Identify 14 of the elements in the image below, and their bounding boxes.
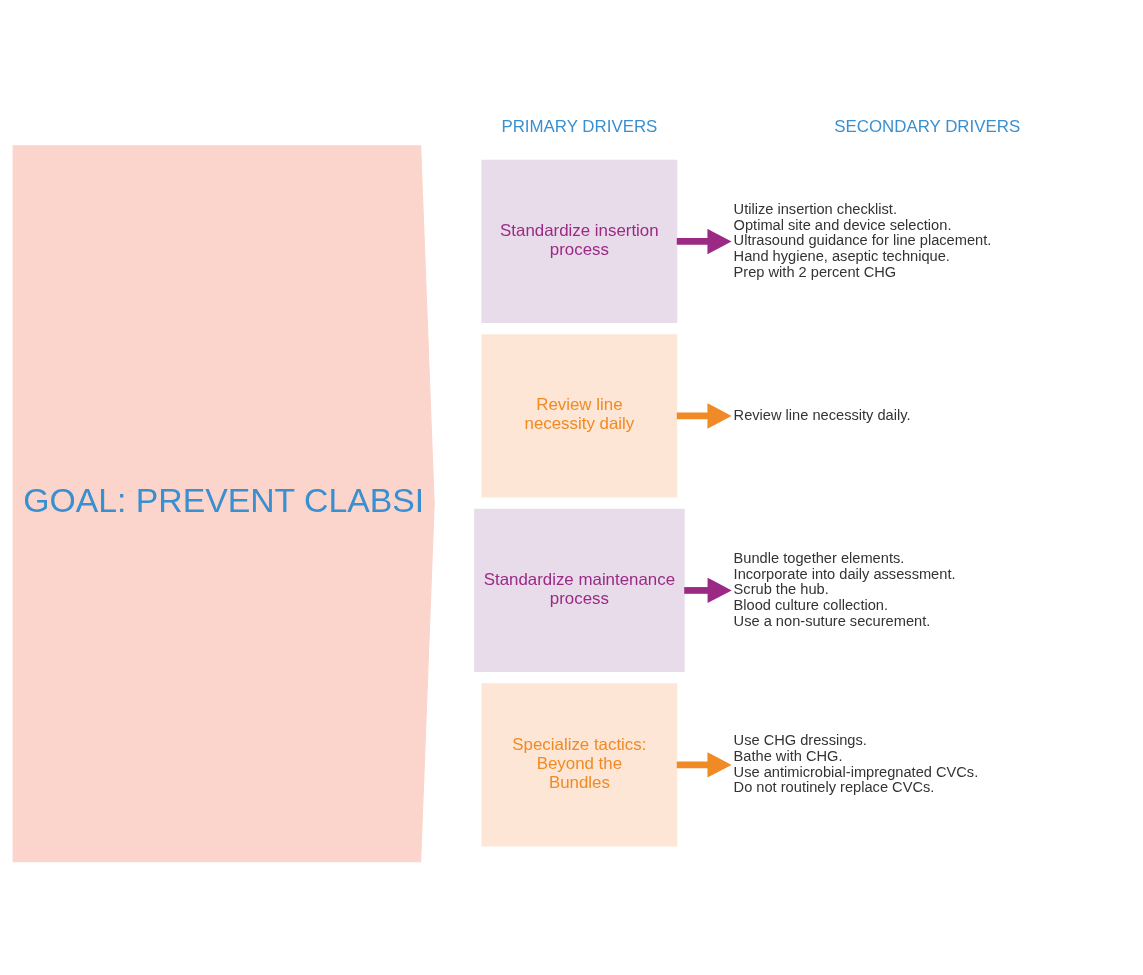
node-box: Standardize maintenance process: [474, 508, 685, 672]
label: PRIMARY DRIVERS: [501, 116, 658, 136]
node-text: Use CHG dressings. Bathe with CHG. Use antimicrobial-impregnated CVCs. Do not routinely replace CVCs.: [733, 731, 979, 795]
label: SECONDARY DRIVERS: [834, 116, 1021, 136]
arrow: [676, 402, 732, 429]
node-text: Bundle together elements. Incorporate into daily assessment. Scrub the hub. Blood culture collection. Use a non-suture securement.: [733, 549, 956, 629]
node-box: Specialize tactics: Beyond the Bundles: [481, 682, 678, 847]
arrow: [676, 228, 732, 254]
node-text: Review line necessity daily.: [733, 406, 911, 423]
arrow: [676, 751, 732, 778]
node-box: Standardize insertion process: [481, 159, 678, 323]
node-box: Review line necessity daily: [481, 333, 678, 498]
node-text: Utilize insertion checklist. Optimal site and device selection. Ultrasound guidance for line placement. Hand hygiene, aseptic technique. Prep with 2 percent CHG: [733, 200, 992, 280]
arrow: [684, 577, 732, 603]
